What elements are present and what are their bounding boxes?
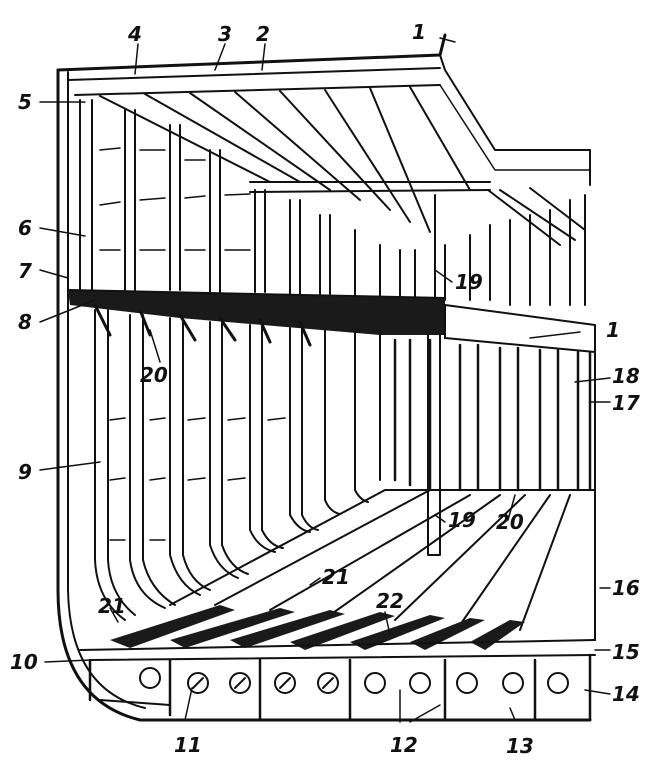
label-2: 2 [256,22,270,46]
double-bottom [88,653,592,722]
label-19-lower: 19 [448,508,476,532]
leader-lines [39,37,611,723]
label-15: 15 [612,640,640,664]
label-14: 14 [612,682,640,706]
tank-top [169,489,596,641]
label-22: 22 [376,589,404,613]
upper-deck-beams [99,86,491,233]
label-3: 3 [218,22,232,46]
label-6: 6 [18,216,32,240]
label-21-center: 21 [322,565,350,589]
label-20-right: 20 [496,510,524,534]
label-20-left: 20 [140,363,168,387]
deck-brackets [93,303,312,347]
label-18: 18 [612,364,640,388]
label-9: 9 [18,460,32,484]
label-1-top: 1 [412,20,426,44]
label-7: 7 [18,259,32,283]
far-bulkhead-stiffeners-lower [393,338,596,492]
label-4: 4 [128,22,142,46]
label-5: 5 [18,90,32,114]
upper-deck-plating [56,33,591,186]
label-17: 17 [612,391,640,415]
label-11: 11 [174,733,202,757]
label-8: 8 [18,310,32,334]
label-21-left: 21 [98,594,126,618]
second-deck [67,289,596,353]
label-13: 13 [506,734,534,758]
label-1-mid: 1 [606,318,620,342]
tank-top-longitudinals [79,605,596,661]
label-16: 16 [612,576,640,600]
lightening-holes [139,667,569,694]
far-bulkhead-stiffeners-upper [399,187,586,306]
label-19-upper: 19 [455,270,483,294]
pillar [427,334,441,556]
label-10: 10 [10,650,38,674]
label-12: 12 [390,733,418,757]
tween-deck-frames [79,99,381,297]
hold-frames [94,309,381,621]
